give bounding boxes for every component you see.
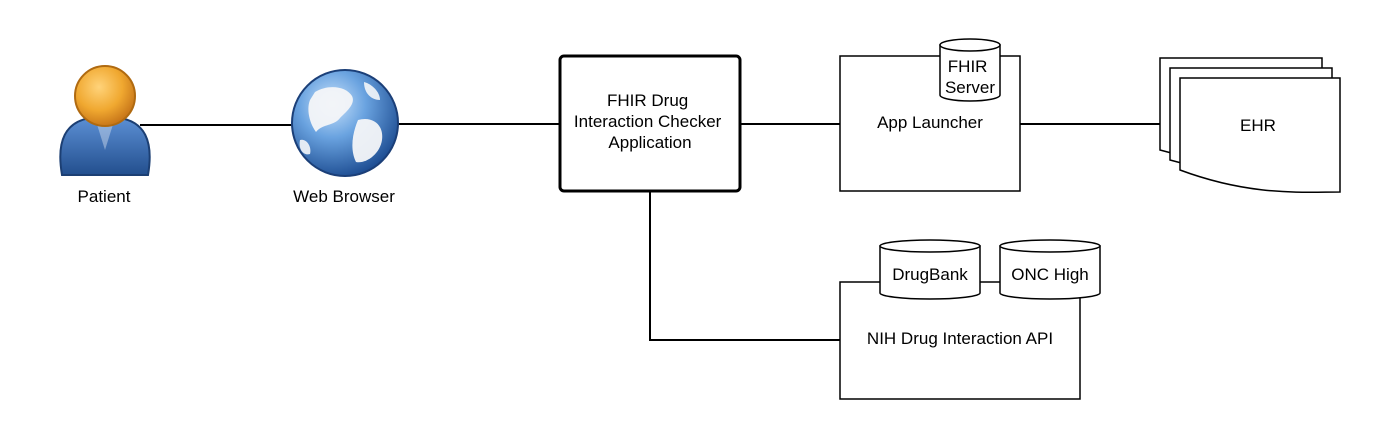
patient-label: Patient xyxy=(78,187,131,206)
app-node: FHIR Drug Interaction Checker Applicatio… xyxy=(558,54,742,193)
ehr-label: EHR xyxy=(1240,116,1276,135)
drugbank-node: DrugBank xyxy=(879,239,981,300)
app-label-line-1: FHIR Drug xyxy=(607,91,688,110)
nih-api-node: NIH Drug Interaction API xyxy=(839,281,1081,400)
browser-label: Web Browser xyxy=(293,187,395,206)
connectors xyxy=(140,123,1162,341)
launcher-label: App Launcher xyxy=(877,113,983,132)
app-label-line-3: Application xyxy=(608,133,691,152)
patient-node: Patient xyxy=(59,65,151,206)
fhir-server-node: FHIR Server xyxy=(939,38,1001,102)
fhir-server-label: FHIR Server xyxy=(945,57,995,97)
ehr-node: EHR xyxy=(1159,57,1341,193)
database-icon xyxy=(939,38,1001,102)
document-stack-icon xyxy=(1159,57,1341,193)
drugbank-label: DrugBank xyxy=(892,265,968,284)
launcher-node: App Launcher xyxy=(839,55,1021,192)
app-label-line-2: Interaction Checker xyxy=(574,112,722,131)
database-icon xyxy=(999,239,1101,300)
nih-api-label: NIH Drug Interaction API xyxy=(867,329,1053,348)
nih-api-box xyxy=(839,281,1081,400)
connector-app-nih-api xyxy=(649,192,840,341)
onc-high-node: ONC High xyxy=(999,239,1101,300)
app-label: FHIR Drug Interaction Checker Applicatio… xyxy=(574,91,726,152)
person-icon xyxy=(59,65,151,176)
fhir-server-label-line-2: Server xyxy=(945,78,995,97)
onc-high-label: ONC High xyxy=(1011,265,1088,284)
browser-node: Web Browser xyxy=(291,69,399,206)
app-box xyxy=(558,54,742,193)
globe-icon xyxy=(291,69,399,177)
fhir-server-label-line-1: FHIR xyxy=(948,57,988,76)
database-icon xyxy=(879,239,981,300)
